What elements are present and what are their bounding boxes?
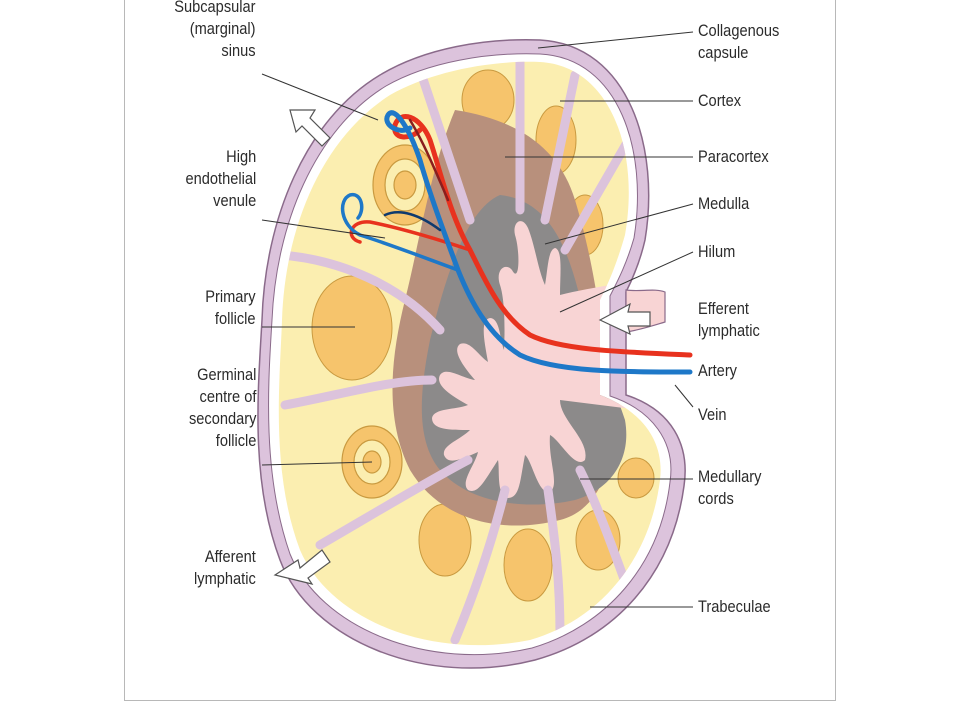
label-afferent-lymphatic: Afferent lymphatic xyxy=(194,546,256,590)
label-medulla-text: Medulla xyxy=(698,194,750,213)
label-vein-text: Vein xyxy=(698,405,727,424)
label-trabeculae: Trabeculae xyxy=(698,596,771,618)
vein-vessel xyxy=(384,110,693,375)
label-afferent-lymphatic-text: Afferent lymphatic xyxy=(194,547,256,588)
label-primary-follicle: Primary follicle xyxy=(206,286,256,330)
label-vein: Vein xyxy=(698,404,726,426)
label-subcapsular-sinus: Subcapsular (marginal) sinus xyxy=(175,0,256,62)
label-collagenous-capsule-text: Collagenous capsule xyxy=(698,21,780,62)
label-trabeculae-text: Trabeculae xyxy=(698,597,771,616)
label-cortex: Cortex xyxy=(698,90,741,112)
label-primary-follicle-text: Primary follicle xyxy=(205,287,256,328)
label-high-endothelial-venule: High endothelial venule xyxy=(185,146,256,212)
label-medullary-cords: Medullary cords xyxy=(698,466,761,510)
label-artery-text: Artery xyxy=(698,361,737,380)
leader-lines xyxy=(261,31,694,608)
label-cortex-text: Cortex xyxy=(698,91,742,110)
label-germinal-centre: Germinal centre of secondary follicle xyxy=(189,364,256,452)
label-medulla: Medulla xyxy=(698,193,749,215)
label-high-endothelial-venule-text: High endothelial venule xyxy=(185,147,256,210)
label-paracortex: Paracortex xyxy=(698,146,769,168)
label-artery: Artery xyxy=(698,360,737,382)
trabeculae-shapes xyxy=(278,61,645,645)
label-hilum: Hilum xyxy=(698,241,735,263)
label-paracortex-text: Paracortex xyxy=(698,147,769,166)
label-hilum-text: Hilum xyxy=(698,242,736,261)
afferent-arrow-bottom xyxy=(273,549,331,585)
efferent-arrow xyxy=(598,302,651,336)
label-subcapsular-sinus-text: Subcapsular (marginal) sinus xyxy=(174,0,256,60)
label-collagenous-capsule: Collagenous capsule xyxy=(698,20,779,64)
label-efferent-lymphatic-text: Efferent lymphatic xyxy=(698,299,760,340)
label-medullary-cords-text: Medullary cords xyxy=(698,467,762,508)
blood-vessels xyxy=(340,110,693,375)
artery-vessel xyxy=(392,114,693,358)
afferent-arrow-top xyxy=(289,109,331,147)
label-efferent-lymphatic: Efferent lymphatic xyxy=(698,298,760,342)
label-germinal-centre-text: Germinal centre of secondary follicle xyxy=(188,365,256,450)
